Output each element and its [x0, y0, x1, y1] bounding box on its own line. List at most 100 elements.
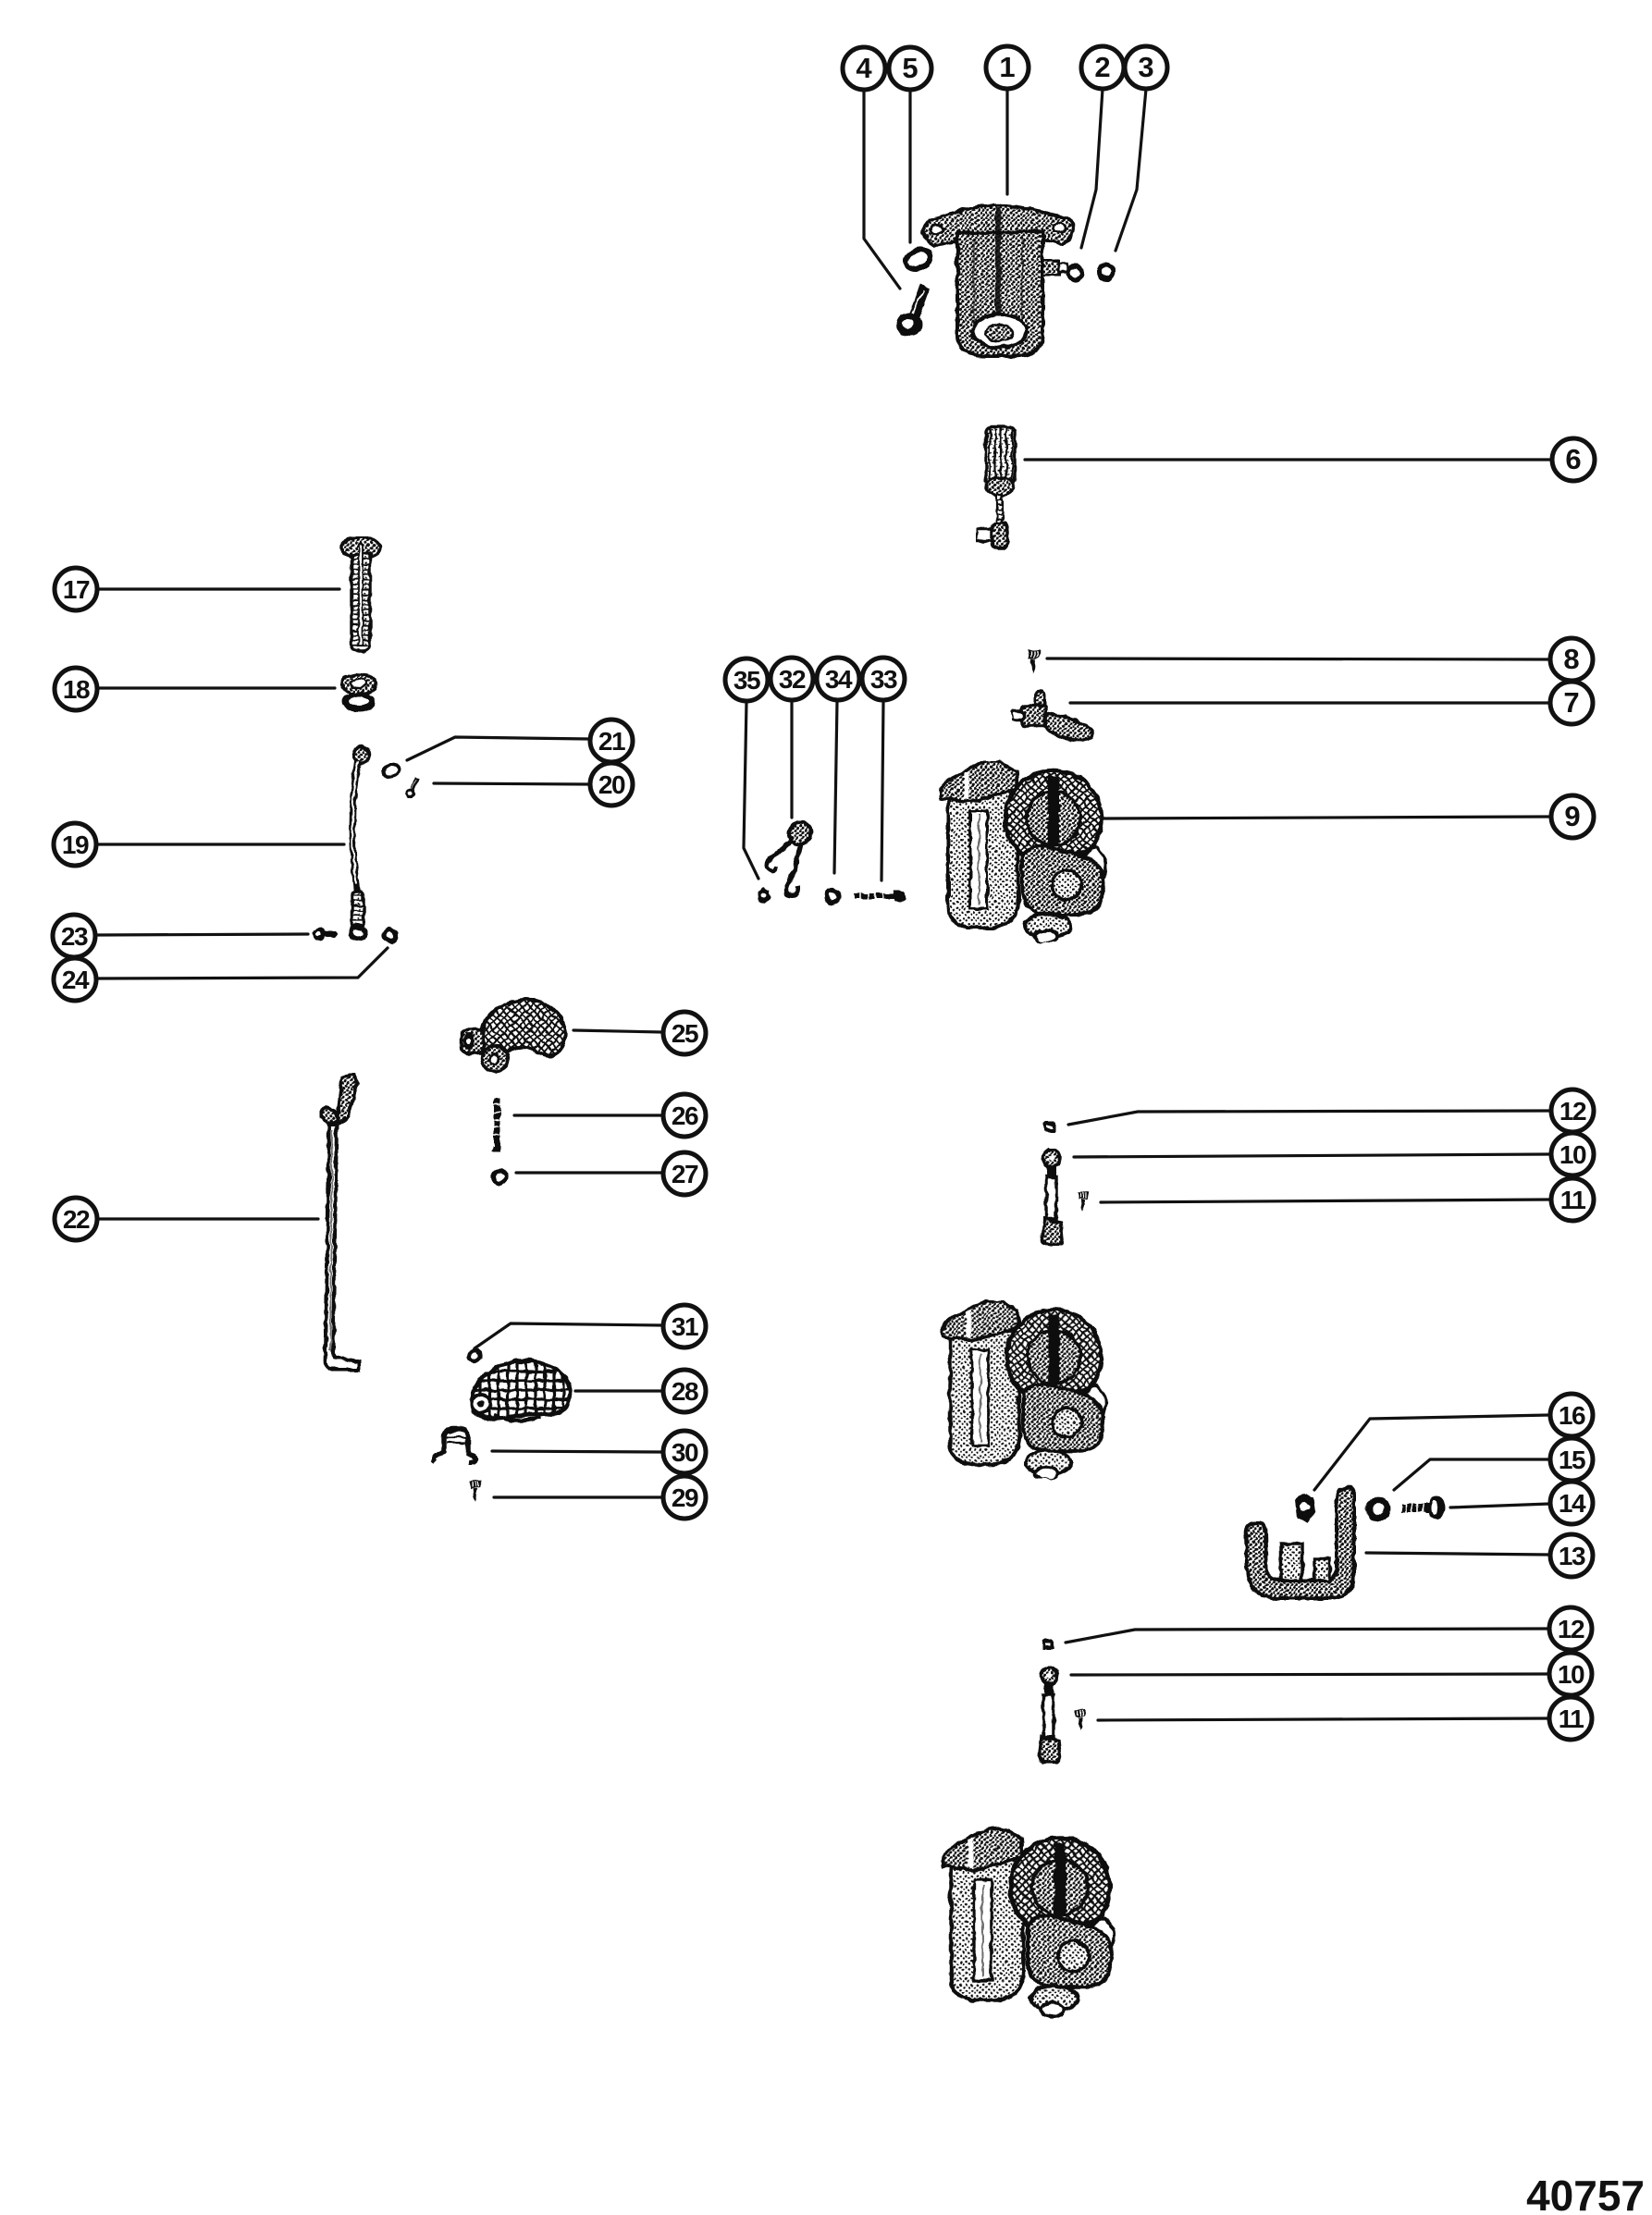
callout-circle [1548, 1175, 1597, 1224]
part-26-pin [491, 1098, 501, 1152]
callout-number: 6 [1565, 443, 1581, 475]
callout-circle [52, 565, 100, 613]
callout-number: 20 [598, 770, 625, 799]
callout-28: 28 [660, 1367, 709, 1415]
leader-12 [1064, 1627, 1550, 1644]
leader-11 [1096, 1717, 1550, 1722]
callout-circle [587, 760, 635, 808]
callout-number: 17 [63, 575, 90, 604]
callout-22: 22 [52, 1195, 100, 1243]
callout-circle [52, 1195, 100, 1243]
callout-number: 25 [672, 1019, 698, 1048]
callout-32: 32 [768, 655, 816, 703]
part-4-screw [895, 283, 931, 338]
callout-33: 33 [859, 655, 907, 703]
callout-circle [1549, 436, 1597, 484]
callout-25: 25 [660, 1009, 709, 1057]
part-34-grommet [826, 890, 839, 903]
part-24-nut [384, 929, 396, 941]
part-3-washer [1099, 265, 1114, 279]
callout-circle [660, 1009, 709, 1057]
callout-number: 11 [1559, 1704, 1584, 1733]
callout-number: 27 [672, 1160, 698, 1188]
part-6-float-valve [976, 425, 1017, 549]
callout-20: 20 [587, 760, 635, 808]
leader-12 [1066, 1109, 1553, 1126]
part-7-choke-lever [1011, 689, 1095, 742]
callout-19: 19 [51, 820, 99, 868]
callout-circle [886, 44, 934, 92]
leader-30 [490, 1449, 664, 1454]
callout-number: 14 [1559, 1489, 1586, 1518]
callout-number: 35 [734, 666, 760, 695]
callout-circle [1548, 1130, 1597, 1178]
callout-15: 15 [1547, 1435, 1596, 1483]
callout-10: 10 [1548, 1130, 1597, 1178]
part-5-washer [904, 247, 933, 272]
leader-10 [1069, 1672, 1550, 1677]
callout-number: 12 [1560, 1097, 1586, 1126]
callout-number: 21 [598, 727, 625, 756]
callout-circle [1122, 43, 1170, 92]
callout-circle [1548, 793, 1597, 841]
part-35-ball [758, 887, 771, 904]
callout-9: 9 [1548, 793, 1597, 841]
callout-circle [51, 955, 99, 1003]
callout-number: 30 [672, 1438, 698, 1467]
callout-3: 3 [1122, 43, 1170, 92]
callout-circle [814, 655, 862, 703]
part-8-screw [1026, 648, 1042, 674]
callout-4: 4 [840, 44, 888, 92]
callout-11: 11 [1547, 1694, 1595, 1742]
part-1-fuel-pump-cover [923, 205, 1073, 356]
leader-3 [1114, 87, 1148, 252]
part-11-screw [1073, 1708, 1088, 1731]
callout-23: 23 [50, 912, 98, 960]
leader-21 [405, 735, 591, 762]
callout-number: 4 [856, 52, 872, 84]
callout-number: 10 [1560, 1140, 1586, 1169]
callout-number: 13 [1559, 1542, 1585, 1570]
callout-number: 23 [61, 922, 88, 951]
callout-number: 32 [779, 665, 806, 694]
callout-number: 9 [1564, 800, 1580, 832]
leader-31 [473, 1322, 664, 1350]
callout-circle [660, 1473, 709, 1521]
callout-10: 10 [1547, 1650, 1595, 1698]
part-10-cam-follower-link [1041, 1149, 1065, 1246]
callout-number: 29 [672, 1483, 698, 1512]
callout-26: 26 [660, 1091, 709, 1139]
callout-34: 34 [814, 655, 862, 703]
callout-number: 31 [672, 1312, 698, 1341]
callout-18: 18 [52, 665, 100, 713]
leader-16 [1313, 1413, 1551, 1492]
callout-number: 8 [1563, 643, 1579, 675]
leader-8 [1045, 657, 1552, 661]
callout-circle [768, 655, 816, 703]
callout-number: 26 [672, 1101, 698, 1130]
leader-15 [1392, 1458, 1551, 1492]
callout-number: 18 [63, 675, 90, 704]
leader-11 [1099, 1198, 1552, 1204]
part-16-nut [1295, 1493, 1315, 1522]
callout-circle [660, 1150, 709, 1198]
part-18-seal-rings [339, 672, 378, 713]
leader-33 [880, 699, 885, 882]
leader-23 [94, 932, 310, 937]
callout-number: 24 [62, 966, 90, 994]
callout-circle [859, 655, 907, 703]
callout-circle [1547, 679, 1596, 727]
part-14-screw [1400, 1495, 1445, 1520]
callout-8: 8 [1547, 635, 1596, 683]
callout-circle [660, 1091, 709, 1139]
part-19-link-rod [351, 747, 370, 940]
callout-number: 3 [1138, 51, 1153, 83]
leader-4 [862, 88, 902, 290]
callout-number: 12 [1558, 1615, 1584, 1643]
callout-number: 33 [870, 665, 897, 694]
callout-30: 30 [660, 1428, 709, 1476]
callout-17: 17 [52, 565, 100, 613]
callout-circle [52, 665, 100, 713]
callout-circle [660, 1367, 709, 1415]
